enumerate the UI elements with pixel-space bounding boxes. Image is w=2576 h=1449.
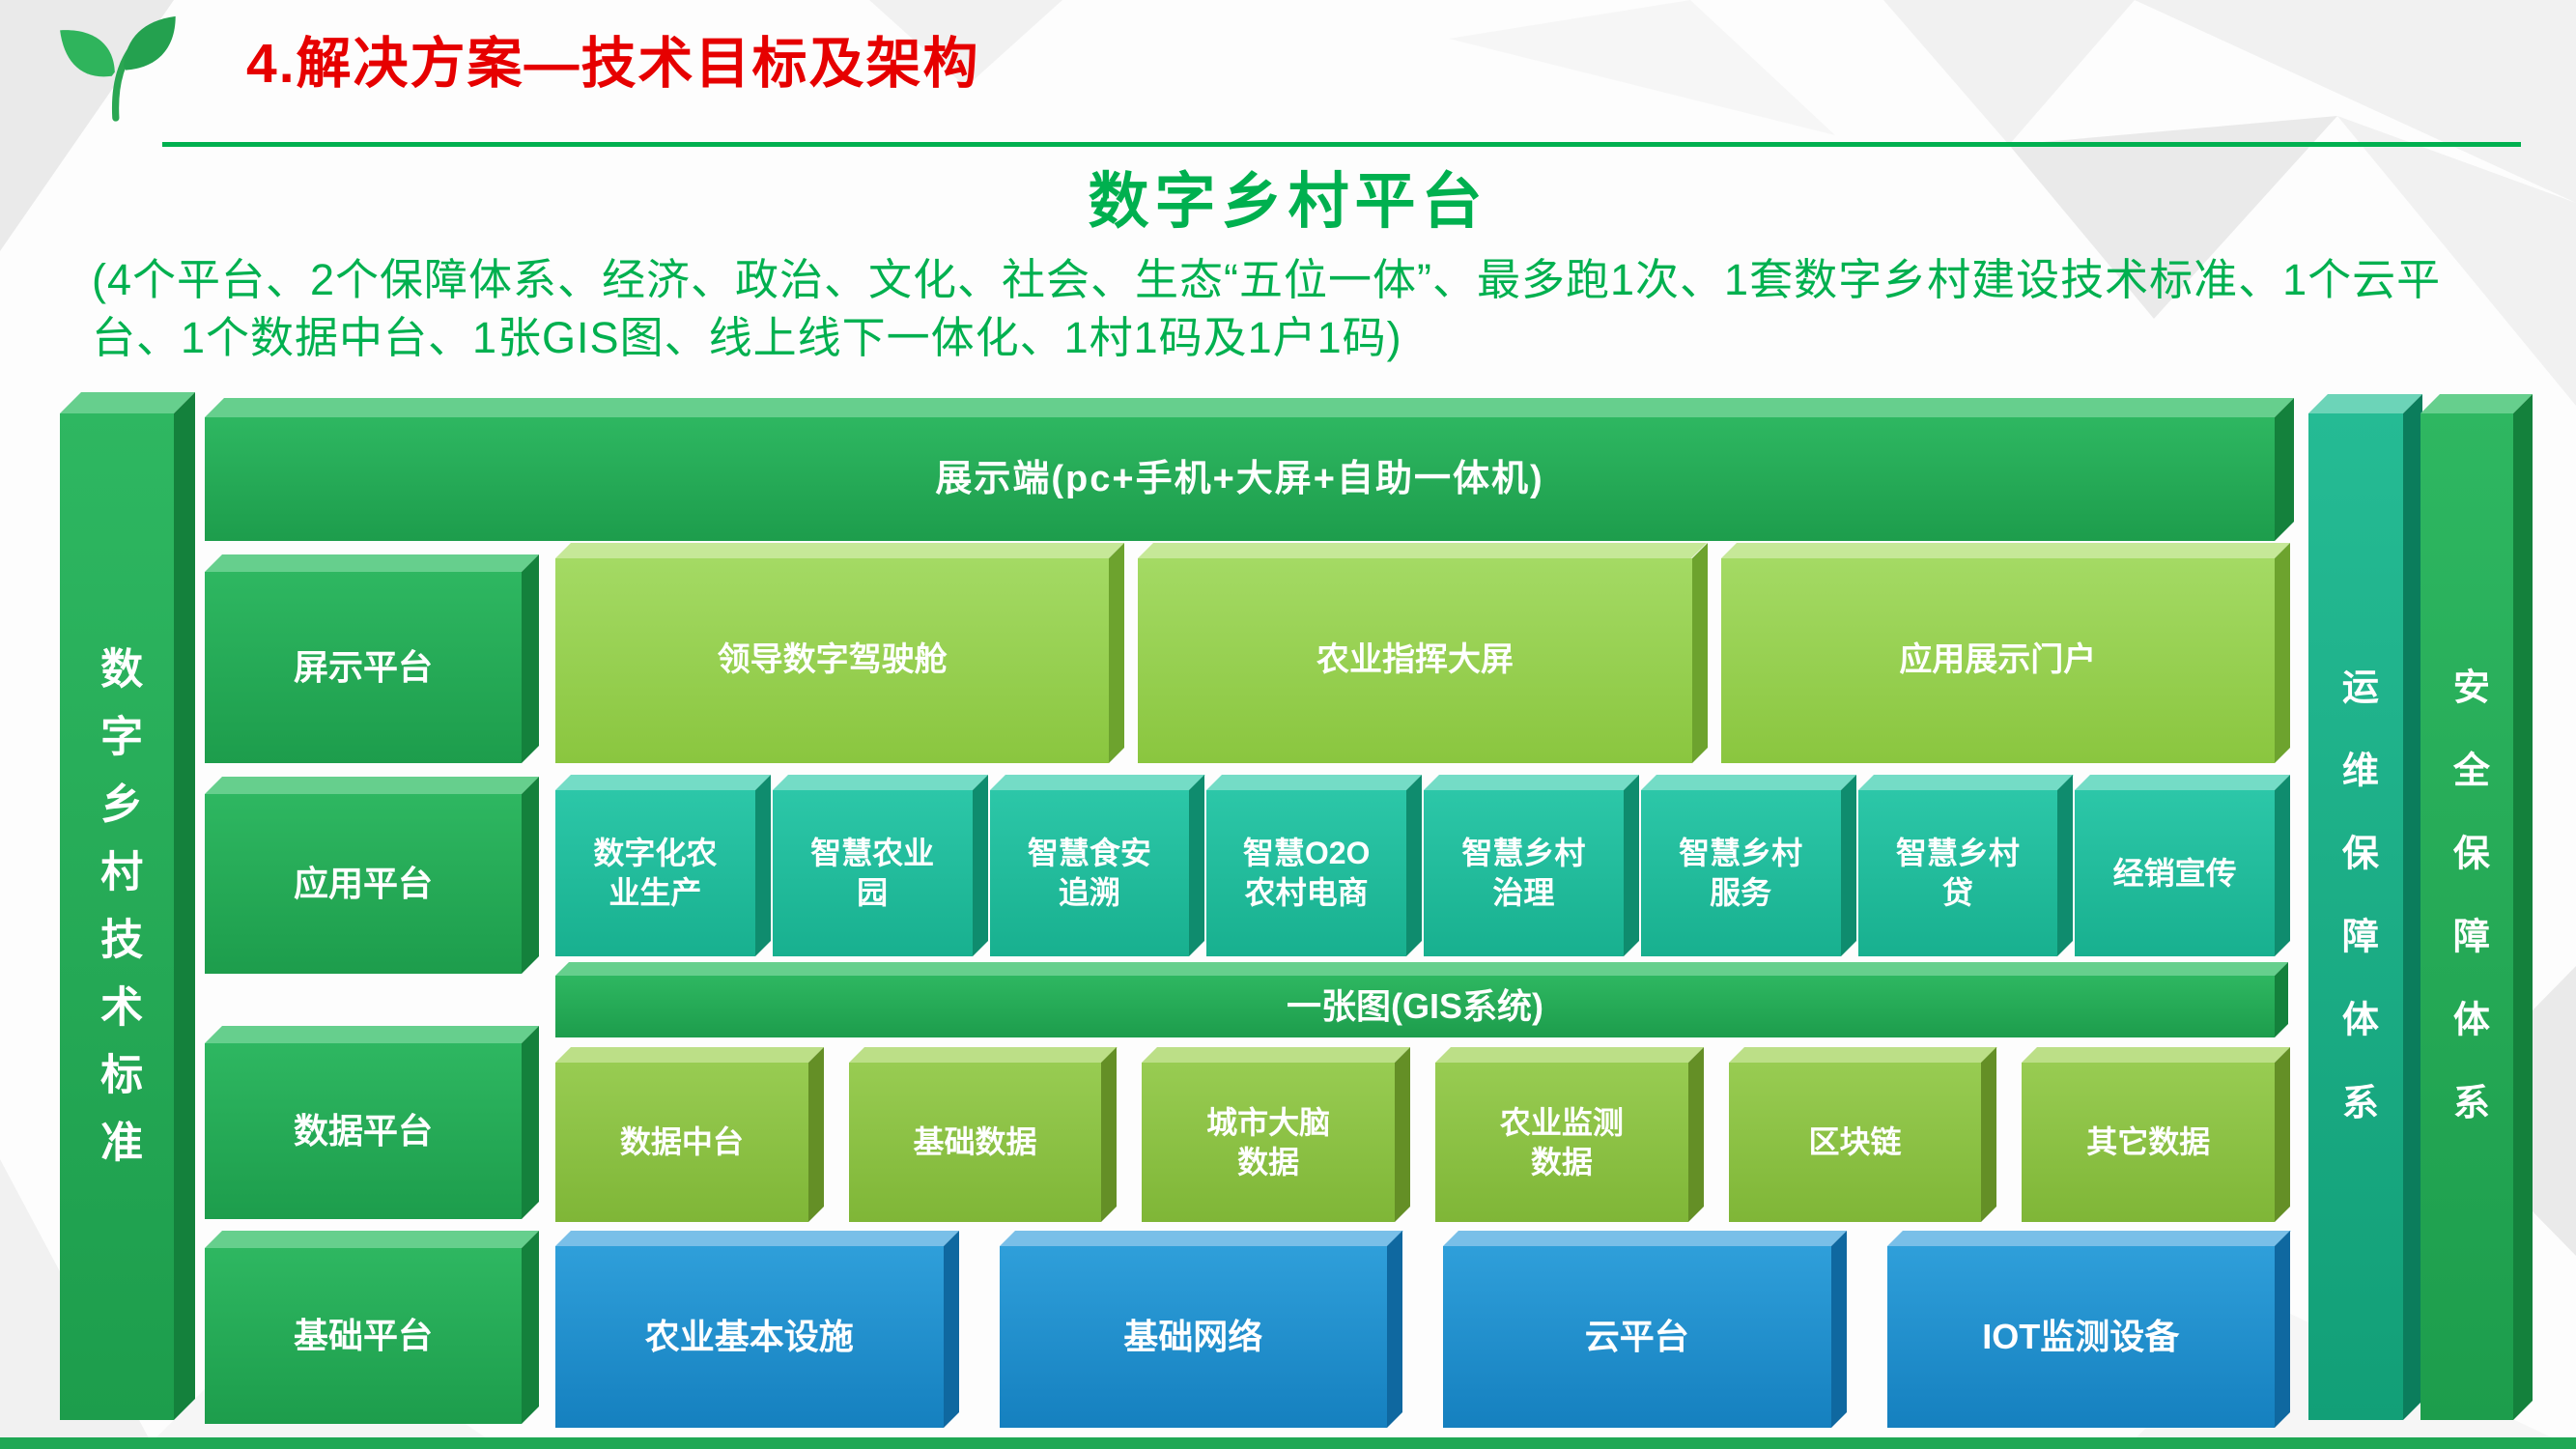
app-block: 数字化农业生产: [555, 790, 755, 956]
pillar-security-label: 安全保障体系: [2420, 413, 2513, 1420]
app-block-label: 智慧O2O农村电商: [1206, 790, 1406, 956]
screen-block-label: 应用展示门户: [1720, 558, 2275, 763]
application-platform-row: 数字化农业生产 智慧农业园 智慧食安追溯 智慧O2O农村电商 智慧乡村治理 智慧…: [555, 790, 2275, 956]
row-label-base-platform: 基础平台: [205, 1248, 522, 1424]
display-terminal-bar: 展示端(pc+手机+大屏+自助一体机): [205, 417, 2275, 541]
app-block-label: 智慧乡村服务: [1640, 790, 1841, 956]
data-block: 其它数据: [2022, 1063, 2276, 1222]
data-block: 城市大脑数据: [1142, 1063, 1396, 1222]
slide-title: 4.解决方案—技术目标及架构: [246, 33, 980, 95]
display-terminal-label: 展示端(pc+手机+大屏+自助一体机): [205, 417, 2275, 541]
app-block-label: 经销宣传: [2075, 790, 2275, 956]
row-label-data-platform: 数据平台: [205, 1043, 522, 1219]
row-label-application-platform: 应用平台: [205, 794, 522, 974]
title-underline: [162, 142, 2521, 147]
data-block: 数据中台: [555, 1063, 808, 1222]
app-block: 智慧乡村治理: [1424, 790, 1624, 956]
app-block-label: 智慧食安追溯: [989, 790, 1190, 956]
data-block: 基础数据: [848, 1063, 1102, 1222]
leaf-icon: [60, 15, 176, 122]
app-block: 智慧乡村贷: [1857, 790, 2058, 956]
pillar-security-assurance: 安全保障体系: [2420, 413, 2513, 1420]
data-platform-row: 数据中台 基础数据 城市大脑数据 农业监测数据 区块链 其它数据: [555, 1063, 2276, 1222]
app-block-label: 智慧农业园: [772, 790, 973, 956]
platform-description: (4个平台、2个保障体系、经济、政治、文化、社会、生态“五位一体”、最多跑1次、…: [92, 255, 2442, 363]
pillar-ops-assurance: 运维保障体系: [2308, 413, 2403, 1420]
app-block: 经销宣传: [2075, 790, 2275, 956]
platform-title: 数字乡村平台: [1088, 168, 1488, 236]
data-block-label: 基础数据: [848, 1063, 1102, 1222]
data-block: 农业监测数据: [1435, 1063, 1688, 1222]
app-block-label: 数字化农业生产: [555, 790, 755, 956]
screen-block-label: 农业指挥大屏: [1138, 558, 1692, 763]
infra-block: 基础网络: [999, 1246, 1387, 1428]
data-block-label: 其它数据: [2022, 1063, 2276, 1222]
row-label-text: 应用平台: [205, 794, 522, 974]
data-block-label: 区块链: [1728, 1063, 1982, 1222]
row-label-text: 数据平台: [205, 1043, 522, 1219]
infra-block-label: IOT监测设备: [1886, 1246, 2275, 1428]
row-label-text: 基础平台: [205, 1248, 522, 1424]
pillar-tech-standard-label: 数字乡村技术标准: [60, 413, 174, 1420]
screen-block-label: 领导数字驾驶舱: [555, 558, 1110, 763]
pillar-ops-label: 运维保障体系: [2308, 413, 2403, 1420]
infra-block: IOT监测设备: [1886, 1246, 2275, 1428]
app-block-label: 智慧乡村治理: [1424, 790, 1624, 956]
screen-block: 领导数字驾驶舱: [555, 558, 1110, 763]
data-block: 区块链: [1728, 1063, 1982, 1222]
data-block-label: 数据中台: [555, 1063, 808, 1222]
row-label-screen-platform: 屏示平台: [205, 572, 522, 763]
infra-block-label: 云平台: [1443, 1246, 1831, 1428]
bottom-accent-strip: [0, 1437, 2576, 1449]
screen-platform-row: 领导数字驾驶舱 农业指挥大屏 应用展示门户: [555, 558, 2275, 763]
app-block: 智慧O2O农村电商: [1206, 790, 1406, 956]
app-block-label: 智慧乡村贷: [1857, 790, 2058, 956]
data-block-label: 城市大脑数据: [1142, 1063, 1396, 1222]
screen-block: 应用展示门户: [1720, 558, 2275, 763]
base-platform-row: 农业基本设施 基础网络 云平台 IOT监测设备: [555, 1246, 2275, 1428]
leaf-logo: [56, 10, 185, 126]
data-block-label: 农业监测数据: [1435, 1063, 1688, 1222]
gis-map-label: 一张图(GIS系统): [555, 976, 2275, 1037]
app-block: 智慧乡村服务: [1640, 790, 1841, 956]
infra-block: 云平台: [1443, 1246, 1831, 1428]
infra-block-label: 基础网络: [999, 1246, 1387, 1428]
infra-block-label: 农业基本设施: [555, 1246, 944, 1428]
screen-block: 农业指挥大屏: [1138, 558, 1692, 763]
pillar-tech-standard: 数字乡村技术标准: [60, 413, 174, 1420]
row-label-text: 屏示平台: [205, 572, 522, 763]
gis-map-bar: 一张图(GIS系统): [555, 976, 2275, 1037]
app-block: 智慧农业园: [772, 790, 973, 956]
app-block: 智慧食安追溯: [989, 790, 1190, 956]
infra-block: 农业基本设施: [555, 1246, 944, 1428]
